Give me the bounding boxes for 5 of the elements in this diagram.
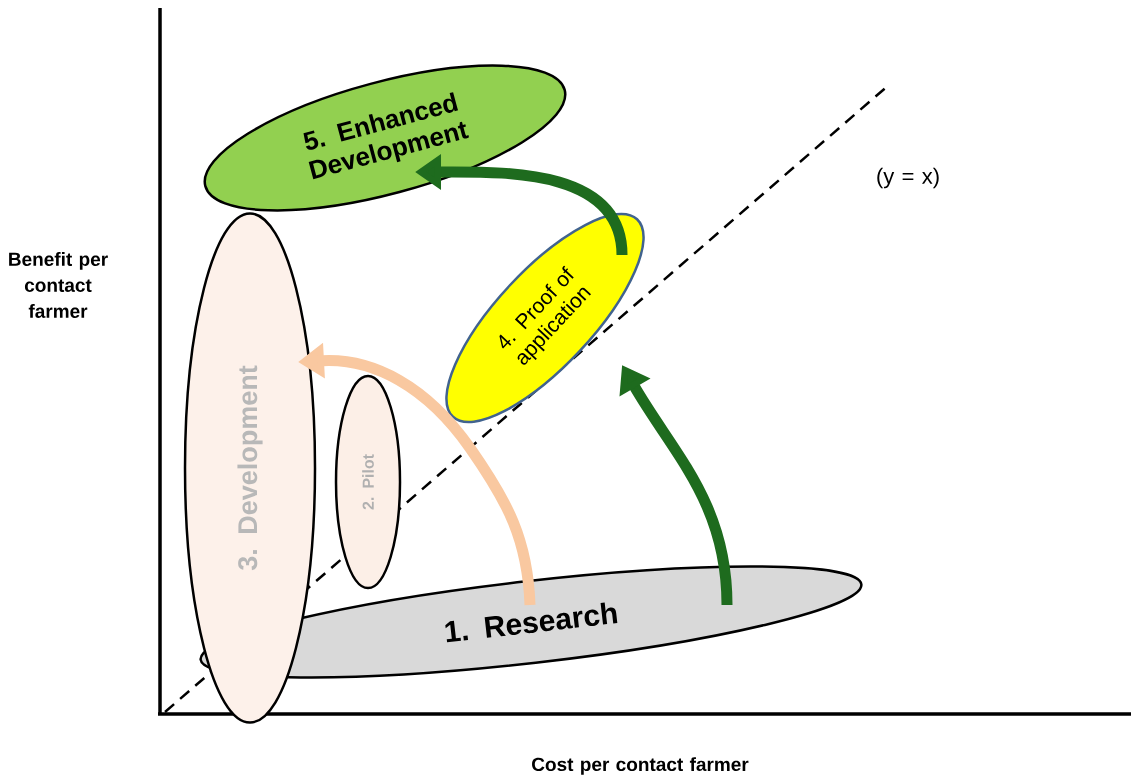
axis-label: (y = x) [877, 167, 939, 189]
axis-label: Cost per contact farmer [532, 757, 749, 775]
ellipse-node: 2. Pilot [334, 374, 402, 590]
axis-label: Benefit per contact farmer [9, 252, 108, 318]
ellipse-node: 3. Development [183, 212, 317, 724]
